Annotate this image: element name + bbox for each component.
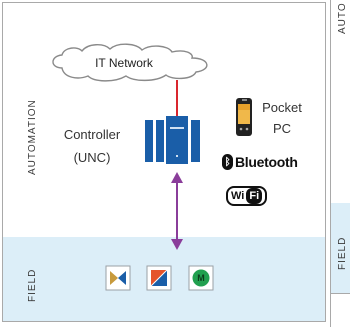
adjacent-panel-border	[331, 293, 350, 294]
pocket-pc-label-line2: PC	[272, 121, 292, 136]
bluetooth-icon: ᛒ	[222, 154, 233, 170]
adjacent-field-label: FIELD	[337, 236, 348, 270]
controller-label-line1: Controller	[63, 127, 121, 142]
it-network-cloud-icon	[52, 43, 208, 82]
adjacent-field-band	[331, 203, 350, 293]
adjacent-automation-label: AUTO	[337, 2, 348, 34]
wifi-wordmark-b: Fi	[246, 188, 263, 204]
controller-label-line2: (UNC)	[73, 150, 111, 165]
bluetooth-wordmark: Bluetooth	[235, 154, 298, 170]
wifi-icon: Wi Fi	[226, 186, 268, 206]
wifi-wordmark-a: Wi	[231, 190, 245, 202]
valve-icon[interactable]	[105, 265, 131, 291]
actuator-icon[interactable]	[146, 265, 172, 291]
pocket-pc-icon[interactable]	[236, 98, 252, 136]
it-network-label: IT Network	[95, 56, 153, 70]
pocket-pc-label: Pocket PC	[257, 97, 307, 139]
motor-letter: M	[197, 273, 205, 283]
motor-icon[interactable]: M	[188, 265, 214, 291]
adjacent-panel-fragment: AUTO FIELD	[330, 0, 350, 327]
field-bus-arrow	[171, 172, 183, 250]
wifi-logo: Wi Fi	[226, 186, 268, 206]
controller-unc-icon[interactable]	[145, 116, 200, 164]
diagram-graphics: M	[52, 43, 252, 291]
controller-label: Controller (UNC)	[44, 123, 140, 169]
pocket-pc-label-line1: Pocket	[262, 100, 302, 115]
bluetooth-logo: ᛒ Bluetooth	[222, 152, 298, 172]
